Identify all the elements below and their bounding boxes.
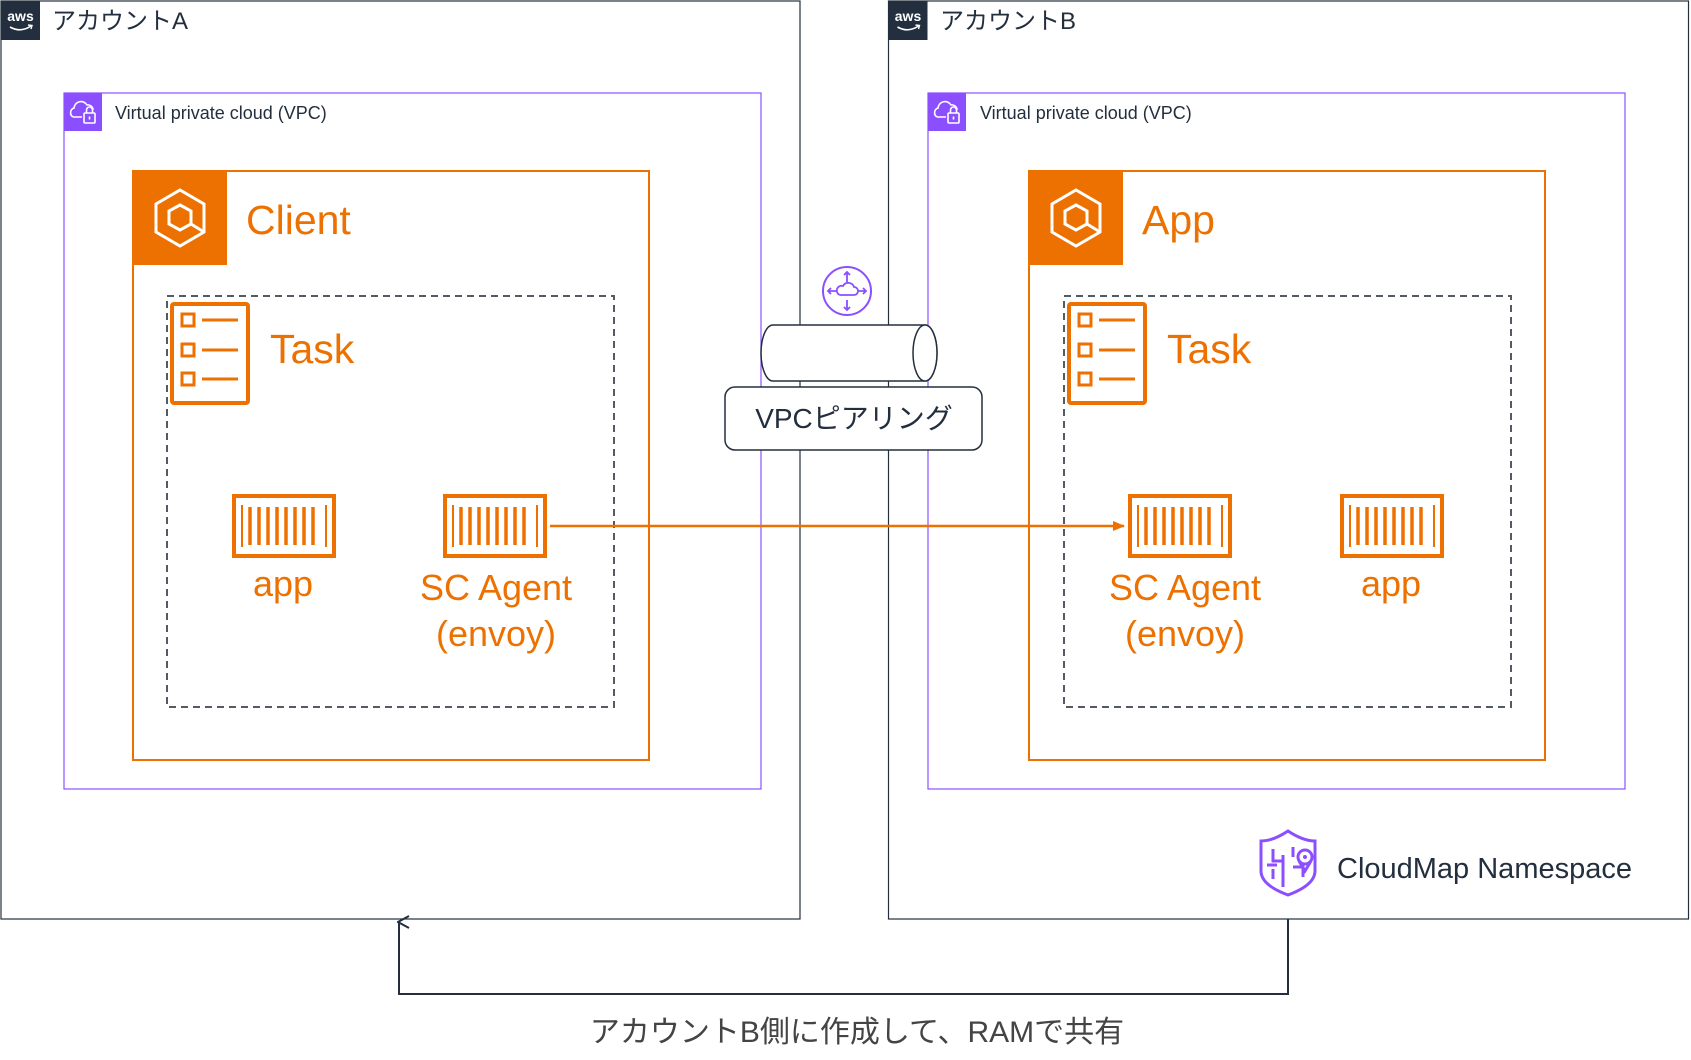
peering-connection-cylinder — [760, 324, 938, 382]
container-icon — [443, 494, 547, 558]
task-a: Task app — [166, 295, 615, 708]
vpc-b-label: Virtual private cloud (VPC) — [980, 103, 1192, 123]
account-a-group: aws アカウントA Virtual private cloud (VPC) — [0, 0, 801, 920]
vpc-peering-label: VPCピアリング — [755, 403, 953, 434]
container-icon — [1340, 494, 1444, 558]
task-b: Task SC Agent (envoy) — [1063, 295, 1512, 708]
ram-share-arrow — [399, 919, 1289, 995]
task-b-label: Task — [1167, 326, 1252, 372]
container-app-b-label: app — [1361, 563, 1421, 604]
container-sc-agent-a-label: SC Agent — [420, 567, 572, 608]
service-app-name: App — [1142, 197, 1215, 243]
ecs-service-client: Client Task — [132, 170, 650, 761]
vpc-cloud-lock-icon — [64, 93, 102, 131]
ecs-service-icon — [1029, 171, 1123, 265]
task-b-boundary — [1063, 295, 1512, 708]
aws-logo-text: aws — [895, 8, 922, 24]
vpc-peering-router-icon — [822, 266, 872, 316]
vpc-a: Virtual private cloud (VPC) Client — [63, 92, 762, 790]
ecs-service-app: App Task — [1028, 170, 1546, 761]
vpc-peering: VPCピアリング — [724, 266, 983, 451]
cloudmap-namespace-label: CloudMap Namespace — [1337, 853, 1632, 885]
service-client-boundary — [132, 170, 650, 761]
account-b-group: aws アカウントB Virtual private cloud (VPC) — [887, 0, 1690, 920]
ram-share-note: アカウントB側に作成して、RAMで共有 — [590, 1016, 1124, 1049]
aws-logo-text: aws — [7, 8, 34, 24]
ecs-task-icon — [170, 302, 250, 405]
aws-logo-icon: aws — [888, 1, 928, 40]
account-b-label: アカウントB — [940, 8, 1076, 35]
ecs-service-icon — [133, 171, 227, 265]
container-sc-agent-a-sublabel: (envoy) — [436, 613, 556, 654]
account-a-label: アカウントA — [52, 8, 188, 35]
ecs-task-icon — [1067, 302, 1147, 405]
container-icon — [232, 494, 336, 558]
peering-label-box — [724, 386, 983, 451]
task-a-label: Task — [270, 326, 355, 372]
task-a-boundary — [166, 295, 615, 708]
account-a-boundary — [0, 0, 801, 920]
service-app-boundary — [1028, 170, 1546, 761]
vpc-a-label: Virtual private cloud (VPC) — [115, 103, 327, 123]
account-b-boundary — [887, 0, 1690, 920]
vpc-cloud-lock-icon — [928, 93, 966, 131]
vpc-b: Virtual private cloud (VPC) App — [927, 92, 1626, 790]
container-sc-agent-b-sublabel: (envoy) — [1125, 613, 1245, 654]
container-sc-agent-b-label: SC Agent — [1109, 567, 1261, 608]
container-app-a-label: app — [253, 563, 313, 604]
container-icon — [1128, 494, 1232, 558]
aws-logo-icon: aws — [1, 1, 40, 40]
cloudmap-namespace-icon — [1259, 829, 1317, 897]
service-client-name: Client — [246, 197, 351, 243]
